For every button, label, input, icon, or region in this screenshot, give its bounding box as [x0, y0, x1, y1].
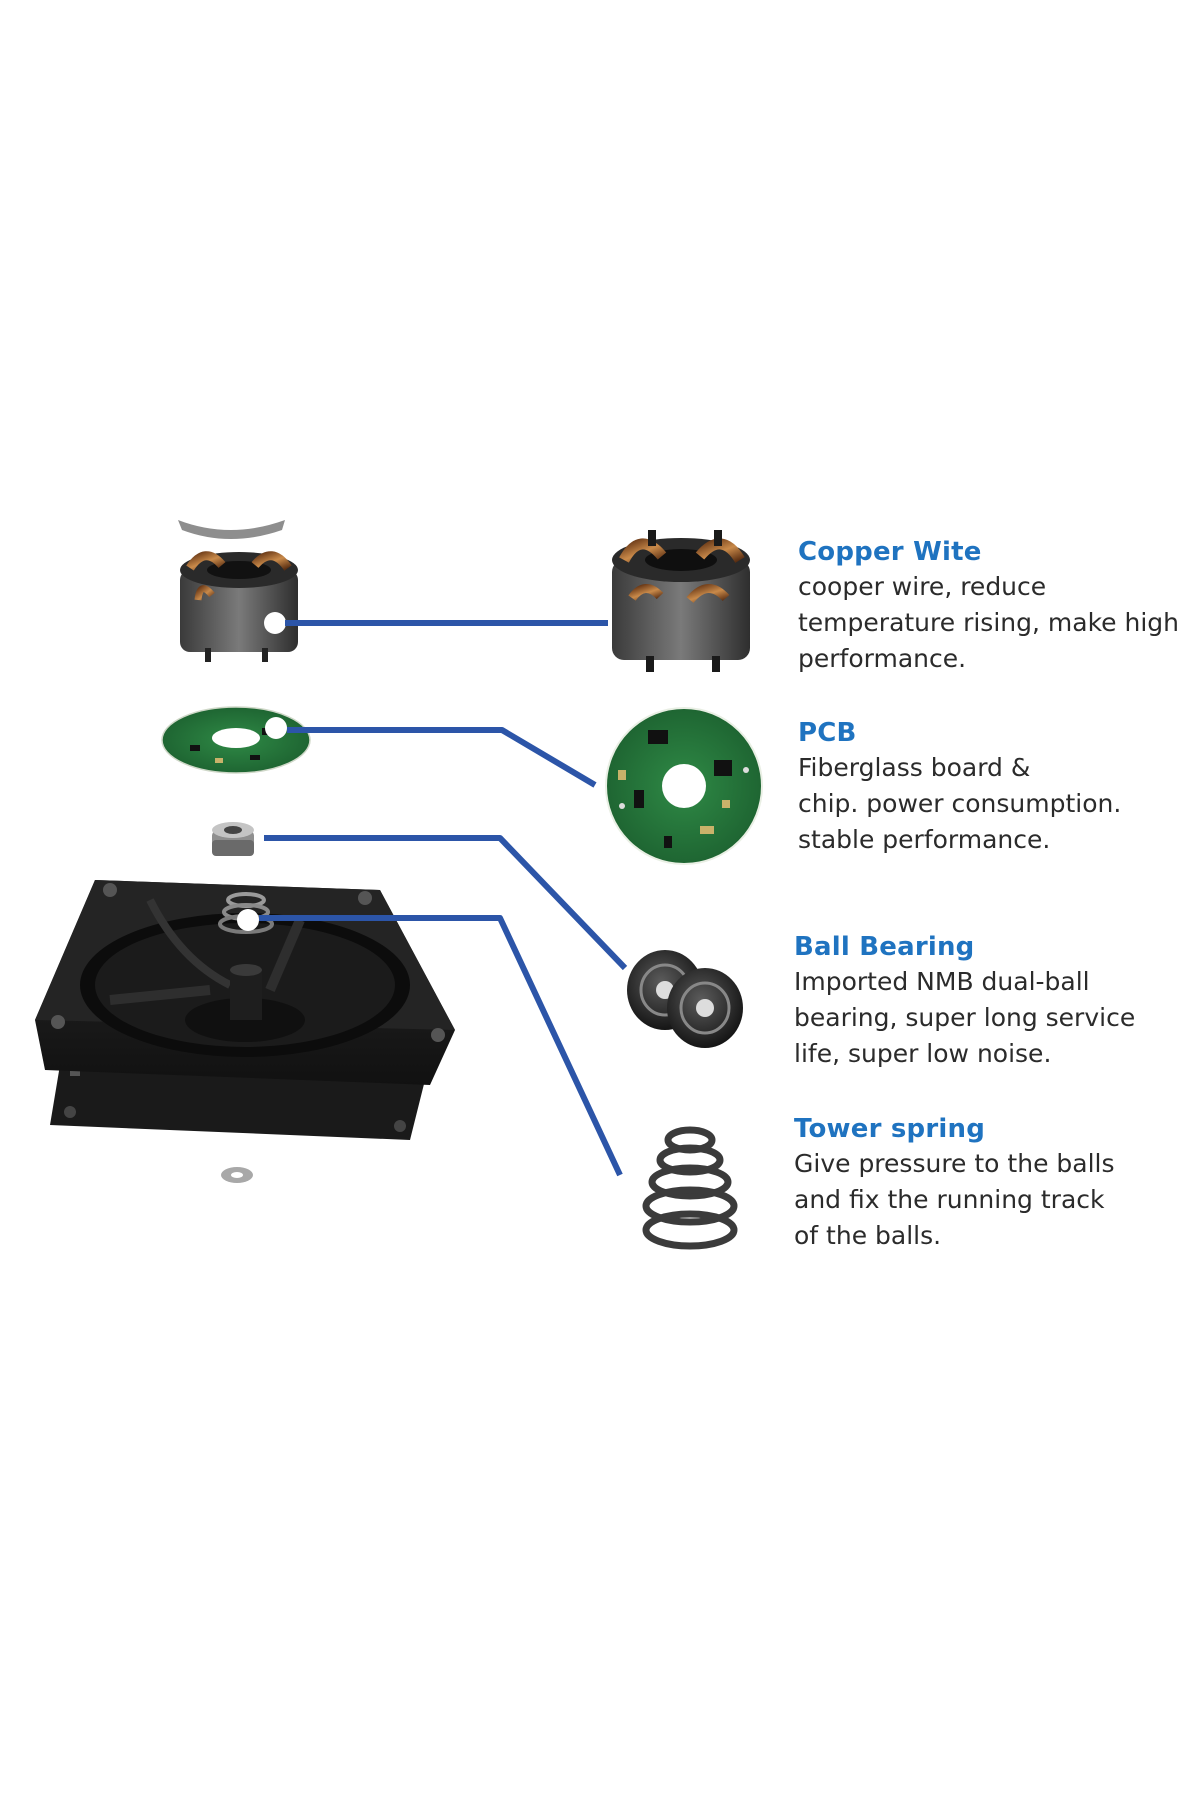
feature-desc-line: and fix the running track: [794, 1185, 1105, 1214]
feature-desc-line: temperature rising, make high: [798, 608, 1179, 637]
feature-desc-line: life, super low noise.: [794, 1039, 1052, 1068]
feature-title: PCB: [798, 718, 857, 748]
small-pcb-icon: [161, 706, 311, 774]
marker-dot: [264, 612, 286, 634]
marker-dot: [265, 717, 287, 739]
feature-tower-spring: Tower spring Give pressure to the balls …: [794, 1112, 1200, 1254]
connector-lines: [259, 620, 628, 1177]
feature-desc-line: chip. power consumption.: [798, 789, 1122, 818]
fan-housing-icon: [35, 880, 455, 1140]
feature-description: Fiberglass board & chip. power consumpti…: [798, 750, 1200, 858]
marker-dot: [237, 909, 259, 931]
feature-desc-line: Give pressure to the balls: [794, 1149, 1115, 1178]
feature-desc-line: of the balls.: [794, 1221, 942, 1250]
feature-copper-wire: Copper Wite cooper wire, reduce temperat…: [798, 535, 1200, 677]
feature-desc-line: bearing, super long service: [794, 1003, 1136, 1032]
washer-icon: [221, 1167, 253, 1183]
feature-title: Ball Bearing: [794, 932, 975, 962]
large-ball-bearing-icon: [627, 950, 743, 1048]
feature-desc-line: performance.: [798, 644, 967, 673]
feature-pcb: PCB Fiberglass board & chip. power consu…: [798, 716, 1200, 858]
small-bearing-icon: [212, 822, 254, 856]
feature-desc-line: cooper wire, reduce: [798, 572, 1047, 601]
rotor-cap-edge: [178, 520, 285, 539]
feature-description: cooper wire, reduce temperature rising, …: [798, 569, 1200, 677]
large-pcb-icon: [605, 707, 763, 865]
connector-ball-bearing: [264, 835, 628, 971]
left-exploded-stack: [35, 520, 455, 1183]
feature-desc-line: Imported NMB dual-ball: [794, 967, 1090, 996]
large-stator-icon: [612, 530, 750, 672]
feature-description: Imported NMB dual-ball bearing, super lo…: [794, 964, 1200, 1072]
feature-title: Copper Wite: [798, 537, 982, 567]
feature-desc-line: Fiberglass board &: [798, 753, 1031, 782]
connector-tower-spring: [259, 915, 623, 1177]
feature-desc-line: stable performance.: [798, 825, 1051, 854]
connector-pcb: [287, 727, 597, 788]
feature-description: Give pressure to the balls and fix the r…: [794, 1146, 1200, 1254]
large-tower-spring-icon: [642, 1126, 738, 1250]
feature-ball-bearing: Ball Bearing Imported NMB dual-ball bear…: [794, 930, 1200, 1072]
small-stator-icon: [180, 551, 298, 662]
feature-title: Tower spring: [794, 1114, 986, 1144]
